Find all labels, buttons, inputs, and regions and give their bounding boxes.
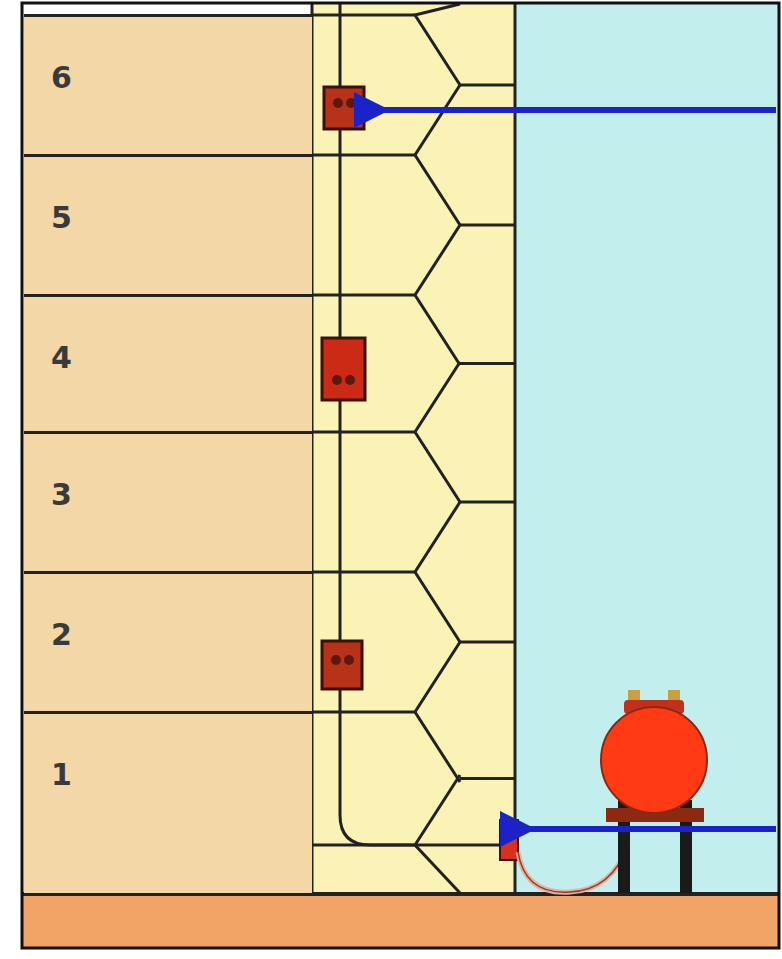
floor-band: 6: [24, 14, 312, 155]
floor-band: 2: [24, 571, 312, 712]
floor-band: 1: [24, 711, 312, 893]
floor-number: 2: [51, 620, 72, 650]
outlet-valves: [322, 87, 518, 860]
floor-number: 4: [51, 343, 72, 373]
floor-number: 6: [51, 63, 72, 93]
floor-number: 3: [51, 480, 72, 510]
floor-lines: [312, 15, 415, 845]
ground: [22, 893, 779, 948]
indicator-arrow: [530, 826, 776, 832]
floor-band: 5: [24, 154, 312, 295]
fire-pump-tank: [601, 690, 707, 893]
sky: [515, 4, 779, 894]
hose: [518, 845, 628, 892]
wall-cladding: [415, 4, 515, 893]
floor-number: 1: [51, 760, 72, 790]
wall-face: [312, 4, 515, 894]
floor-number: 5: [51, 203, 72, 233]
floor-band: 4: [24, 294, 312, 432]
floor-band: 3: [24, 431, 312, 572]
indicator-arrow: [384, 107, 776, 113]
frame: [22, 3, 779, 948]
